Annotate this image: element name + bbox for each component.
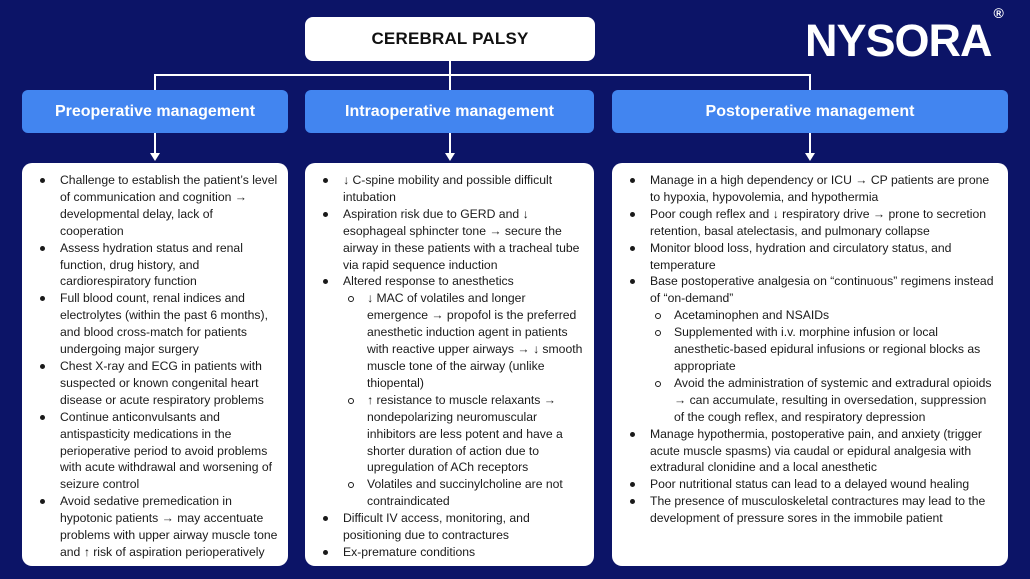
sub-list-item: Volatiles and succinylcholine are not co… xyxy=(343,476,584,510)
postoperative-header: Postoperative management xyxy=(612,90,1008,133)
list-item: Ex-premature conditions xyxy=(319,544,584,561)
sub-list: ↓ MAC of volatiles and longer emergence … xyxy=(343,290,584,510)
list-item: Avoid sedative premedication in hypotoni… xyxy=(36,493,278,561)
logo-text: NYSORA xyxy=(805,15,993,66)
preoperative-header: Preoperative management xyxy=(22,90,288,133)
preoperative-list: Challenge to establish the patient’s lev… xyxy=(36,172,278,561)
sub-list-item: Supplemented with i.v. morphine infusion… xyxy=(650,324,998,375)
list-item: ↓ C-spine mobility and possible difficul… xyxy=(319,172,584,206)
preoperative-content: Challenge to establish the patient’s lev… xyxy=(22,163,288,566)
pre-arrow-icon xyxy=(150,153,160,161)
list-item: Poor nutritional status can lead to a de… xyxy=(626,476,998,493)
list-item: Assess hydration status and renal functi… xyxy=(36,240,278,291)
list-item: Poor cough reflex and ↓ respiratory driv… xyxy=(626,206,998,240)
diagram-title: CEREBRAL PALSY xyxy=(305,17,595,61)
intraoperative-list: ↓ C-spine mobility and possible difficul… xyxy=(319,172,584,561)
pre-drop-line xyxy=(154,74,156,90)
registered-mark: ® xyxy=(993,5,1004,21)
list-item: Monitor blood loss, hydration and circul… xyxy=(626,240,998,274)
list-item: Difficult IV access, monitoring, and pos… xyxy=(319,510,584,544)
intraoperative-header: Intraoperative management xyxy=(305,90,594,133)
post-arrow-shaft xyxy=(809,133,811,154)
list-item: The presence of musculoskeletal contract… xyxy=(626,493,998,527)
list-item: Base postoperative analgesia on “continu… xyxy=(626,273,998,425)
nysora-logo: NYSORA® xyxy=(805,5,1004,66)
list-item: Aspiration risk due to GERD and ↓ esopha… xyxy=(319,206,584,274)
post-arrow-icon xyxy=(805,153,815,161)
intraoperative-content: ↓ C-spine mobility and possible difficul… xyxy=(305,163,594,566)
list-item: Challenge to establish the patient’s lev… xyxy=(36,172,278,240)
list-item: Altered response to anesthetics ↓ MAC of… xyxy=(319,273,584,510)
postoperative-list: Manage in a high dependency or ICU → CP … xyxy=(626,172,998,527)
sub-list-item: Avoid the administration of systemic and… xyxy=(650,375,998,426)
list-item-text: Base postoperative analgesia on “continu… xyxy=(650,274,994,306)
horizontal-connector xyxy=(154,74,811,76)
sub-list-item: Acetaminophen and NSAIDs xyxy=(650,307,998,324)
intra-arrow-icon xyxy=(445,153,455,161)
list-item: Chest X-ray and ECG in patients with sus… xyxy=(36,358,278,409)
list-item-text: Altered response to anesthetics xyxy=(343,274,514,289)
list-item: Full blood count, renal indices and elec… xyxy=(36,290,278,358)
list-item: Continue anticonvulsants and antispastic… xyxy=(36,409,278,494)
intra-arrow-shaft xyxy=(449,133,451,154)
sub-list: Acetaminophen and NSAIDs Supplemented wi… xyxy=(650,307,998,425)
sub-list-item: ↓ MAC of volatiles and longer emergence … xyxy=(343,290,584,391)
postoperative-content: Manage in a high dependency or ICU → CP … xyxy=(612,163,1008,566)
list-item: Manage hypothermia, postoperative pain, … xyxy=(626,426,998,477)
post-drop-line xyxy=(809,74,811,90)
list-item: Manage in a high dependency or ICU → CP … xyxy=(626,172,998,206)
sub-list-item: ↑ resistance to muscle relaxants → nonde… xyxy=(343,392,584,477)
pre-arrow-shaft xyxy=(154,133,156,154)
